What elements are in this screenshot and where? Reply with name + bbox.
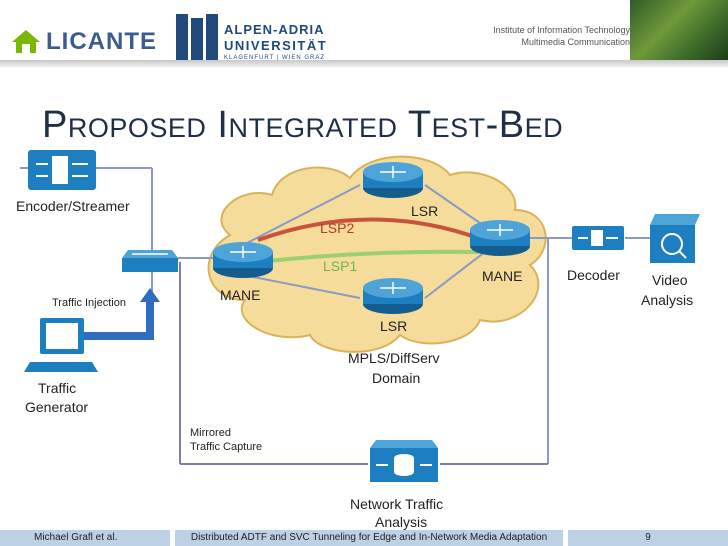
slide-header: LICANTE ALPEN-ADRIA UNIVERSITÄT KLAGENFU… [0, 0, 728, 68]
video-analysis-device [650, 214, 700, 263]
video-analysis-label-1: Video [652, 272, 688, 288]
lsr-bottom-label: LSR [380, 318, 408, 334]
footer-author: Michael Grafl et al. [0, 530, 170, 546]
encoder-label: Encoder/Streamer [16, 198, 130, 214]
traffic-injection-label: Traffic Injection [52, 297, 126, 309]
mane-right-label: MANE [482, 268, 523, 284]
alicante-logo: LICANTE [8, 18, 168, 62]
decoder-label: Decoder [567, 267, 620, 283]
aau-logo-line2: UNIVERSITÄT [224, 38, 328, 53]
lsp2-label: LSP2 [320, 220, 355, 236]
house-icon [12, 30, 40, 53]
video-analysis-label-2: Analysis [641, 292, 694, 308]
router-lsr-top [363, 162, 423, 198]
link-mane-lsr-bottom [242, 274, 361, 299]
header-divider [0, 60, 728, 67]
link-lsr-bottom-mane [424, 247, 491, 299]
alicante-logo-text: LICANTE [46, 28, 157, 55]
network-analysis-label-2: Analysis [375, 514, 428, 530]
aau-logo: ALPEN-ADRIA UNIVERSITÄT KLAGENFURT | WIE… [176, 12, 336, 62]
link-mane-lsr-top [242, 184, 361, 246]
lsp1-label: LSP1 [323, 258, 358, 274]
traffic-generator-device [24, 318, 98, 372]
aau-logo-line1: ALPEN-ADRIA [224, 22, 325, 37]
mirrored-label-2: Traffic Capture [190, 441, 263, 453]
lsr-top-label: LSR [411, 203, 439, 219]
slide-title-text: Proposed Integrated Test-Bed [42, 104, 564, 146]
network-analysis-device [370, 440, 438, 482]
lsp2-path [257, 217, 479, 242]
encoder-device [28, 150, 96, 190]
traffic-injection-arrow [84, 288, 160, 340]
traffic-generator-label-2: Generator [25, 399, 89, 415]
slide-title: Proposed Integrated Test-Bed [42, 104, 563, 147]
router-mane-right [470, 220, 530, 256]
network-links [20, 167, 660, 464]
mirrored-label-1: Mirrored [190, 427, 231, 439]
traffic-generator-label-1: Traffic [38, 380, 77, 396]
mane-left-label: MANE [220, 287, 261, 303]
capture-links [179, 262, 548, 465]
footer-page-number: 9 [568, 530, 728, 546]
header-decoration-image [630, 0, 728, 62]
institute-line2: Multimedia Communication [521, 37, 630, 47]
domain-label-1: MPLS/DiffServ [348, 350, 440, 366]
link-lsr-top-mane [424, 184, 491, 231]
slide-footer: Michael Grafl et al. Distributed ADTF an… [0, 530, 728, 546]
switch-device [122, 250, 178, 272]
institute-line1: Institute of Information Technology [493, 25, 630, 35]
router-lsr-bottom [363, 278, 423, 314]
domain-label-2: Domain [372, 370, 421, 386]
aau-emblem-icon [176, 14, 218, 60]
decoder-device [572, 226, 624, 250]
router-mane-left [213, 242, 273, 278]
footer-paper-title: Distributed ADTF and SVC Tunneling for E… [175, 530, 563, 546]
aau-logo-line3: KLAGENFURT | WIEN GRAZ [224, 55, 326, 61]
lsp1-path [257, 249, 479, 264]
network-analysis-label-1: Network Traffic [350, 496, 444, 512]
